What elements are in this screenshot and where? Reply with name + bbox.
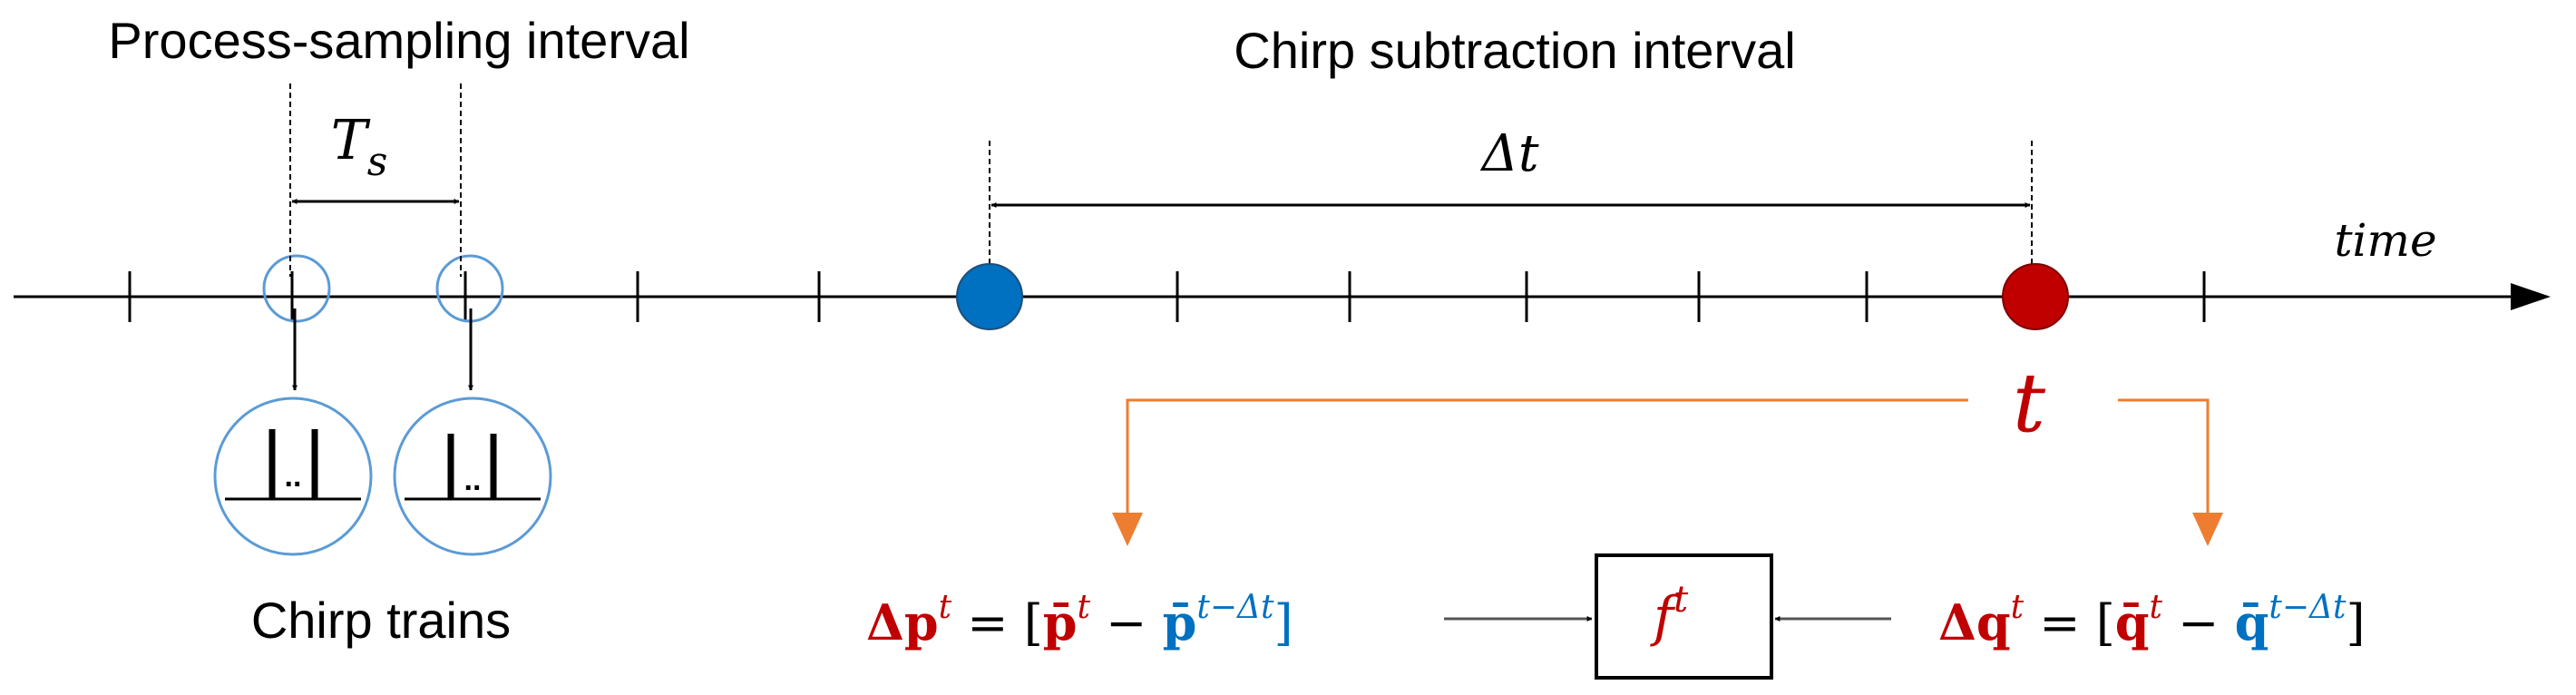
delta-t-label: Δt xyxy=(1480,124,1539,183)
time-label: time xyxy=(2334,214,2436,267)
previous-time-point xyxy=(956,263,1023,330)
chirp-train-icon: .. xyxy=(393,396,552,556)
time-axis-arrowhead xyxy=(2511,283,2551,310)
time-axis xyxy=(14,283,2551,310)
current-time-point xyxy=(2002,263,2069,330)
delta-t-interval xyxy=(989,141,2033,272)
chirp-train-icon: .. xyxy=(213,396,373,556)
process-sampling-title: Process-sampling interval xyxy=(108,12,689,69)
orange-arrowhead xyxy=(1112,513,1143,546)
ts-label: Ts xyxy=(331,109,388,185)
svg-text:..: .. xyxy=(285,459,302,494)
orange-arrowhead xyxy=(2192,513,2223,546)
ts-interval xyxy=(289,83,462,277)
function-box xyxy=(1595,553,1773,680)
current-t-label: t xyxy=(2013,356,2046,451)
delta-p-equation: Δpt = [p̄t − p̄t−Δt] xyxy=(866,589,1293,651)
svg-text:..: .. xyxy=(464,463,482,497)
chirp-subtraction-title: Chirp subtraction interval xyxy=(1234,22,1795,79)
axis-ticks xyxy=(128,271,2206,322)
chirp-trains-label: Chirp trains xyxy=(251,592,511,649)
delta-q-equation: Δqt = [q̄t − q̄t−Δt] xyxy=(1938,589,2366,651)
orange-connector xyxy=(1126,398,2210,513)
sample-point-circle xyxy=(262,254,331,323)
